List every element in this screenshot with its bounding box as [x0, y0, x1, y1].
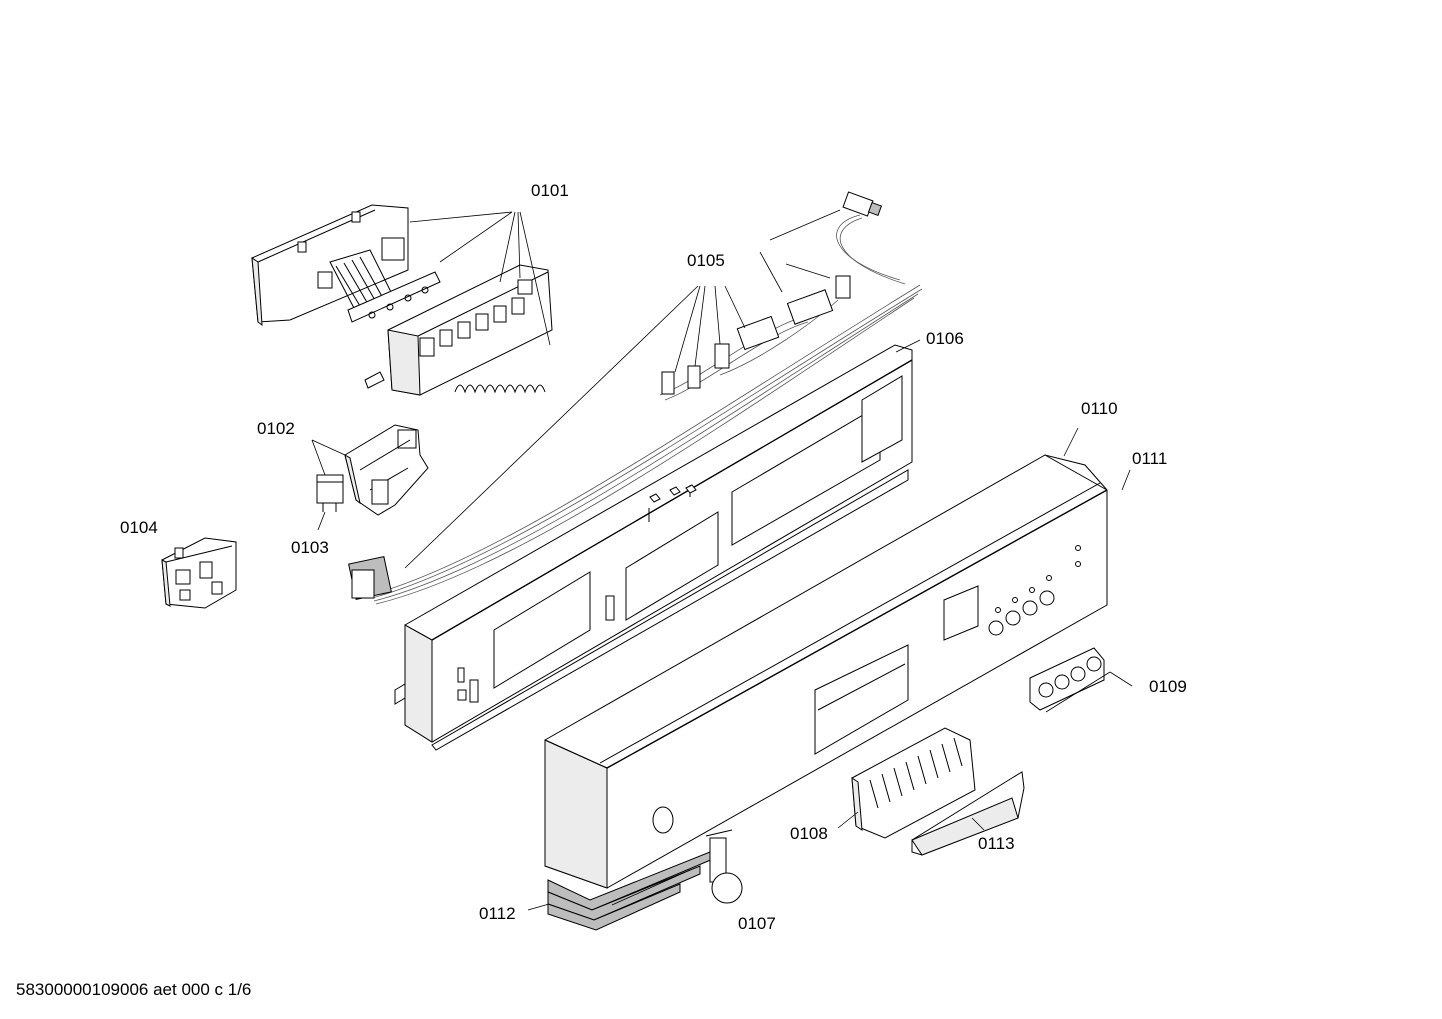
- callout-0107: 0107: [738, 914, 776, 933]
- part-0108-handle: [851, 727, 976, 839]
- callout-0113: 0113: [978, 834, 1015, 853]
- callout-0112: 0112: [479, 904, 516, 923]
- callout-0108: 0108: [790, 824, 828, 843]
- callout-0105: 0105: [687, 251, 725, 270]
- callout-0110: 0110: [1081, 399, 1118, 418]
- part-0104-module: [161, 537, 237, 609]
- callout-0106: 0106: [926, 329, 964, 348]
- callout-0111: 0111: [1132, 449, 1167, 468]
- callout-0109: 0109: [1149, 677, 1187, 696]
- part-0113-trim: [911, 771, 1025, 856]
- callout-0102: 0102: [257, 419, 295, 438]
- callout-0103: 0103: [291, 538, 329, 557]
- callout-labels: 0101 0102 0103 0104 0105 0106 0107 0108 …: [120, 181, 1187, 933]
- part-0102-door-lock: [344, 424, 429, 516]
- part-0110-fascia-panel: [544, 454, 1108, 889]
- part-0103-switch: [316, 474, 344, 512]
- drawing-reference-footer: 58300000109006 aet 000 c 1/6: [16, 980, 252, 999]
- leader-lines: [311, 209, 1133, 911]
- part-0106-panel-frame: [394, 344, 913, 751]
- part-0101-control-module: [251, 204, 553, 396]
- callout-0101: 0101: [531, 181, 569, 200]
- part-0109-button-block: [1029, 647, 1105, 711]
- callout-0104: 0104: [120, 518, 158, 537]
- part-0107-lever: [705, 829, 743, 904]
- part-0105-wiring-harness: [348, 191, 923, 605]
